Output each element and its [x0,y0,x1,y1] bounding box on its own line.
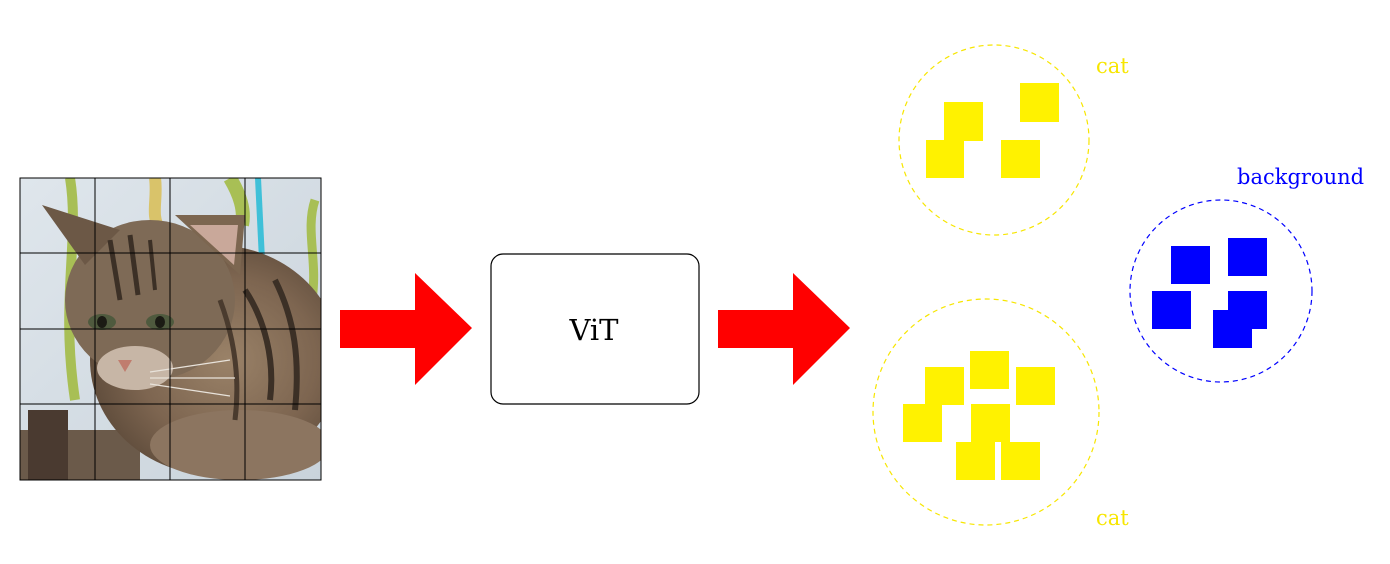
token-patch [944,102,983,141]
vit-label: ViT [568,313,619,347]
cluster-background: background [1129,165,1364,383]
token-patch [970,351,1009,389]
cluster-cat-top: cat [898,44,1129,236]
cluster-cat-bottom: cat [872,298,1129,530]
token-patch [1001,140,1040,178]
token-patch [903,404,942,442]
token-patch [1213,310,1252,348]
token-patch [1020,83,1059,122]
patch-grid [19,177,322,481]
token-patch [1152,291,1191,329]
token-patch [1228,238,1267,276]
cluster-label: cat [1096,506,1129,530]
cluster-label: cat [1096,54,1129,78]
token-patch [925,367,964,405]
token-patch [971,404,1010,442]
token-patch [1001,442,1040,480]
vit-model-box: ViT [490,253,700,405]
token-patch [1016,367,1055,405]
arrow-right-icon [340,273,472,385]
token-patch [1171,246,1210,284]
token-patch [956,442,995,480]
arrow-right-icon [718,273,850,385]
cluster-label: background [1237,165,1364,189]
token-patch [926,140,964,178]
